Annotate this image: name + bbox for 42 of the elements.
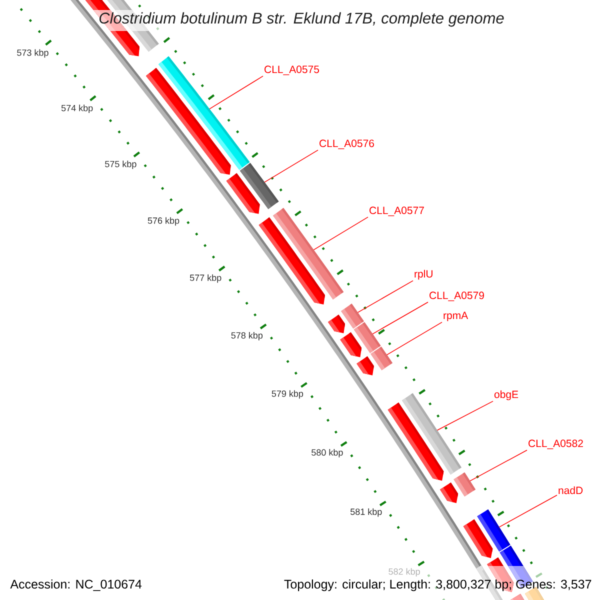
gene-block — [509, 594, 524, 600]
leader-line — [264, 150, 318, 183]
leader-line — [357, 280, 414, 313]
scale-label: 576 kbp — [148, 217, 180, 226]
gene-label: rpmA — [444, 312, 468, 322]
leader-line — [470, 450, 528, 482]
gene-label: CLL_A0576 — [320, 140, 374, 150]
leader-line — [372, 302, 428, 334]
gene-block — [463, 519, 493, 558]
gene-label: CLL_A0582 — [528, 440, 583, 450]
scale-label: 581 kbp — [350, 508, 382, 517]
scale-label: 580 kbp — [312, 449, 343, 458]
gene-label: CLL_A0577 — [370, 206, 424, 216]
gene-label: CLL_A0579 — [430, 292, 484, 302]
gene-label: rplU — [414, 270, 432, 280]
scale-label: 574 kbp — [61, 104, 93, 114]
gene-block — [146, 68, 231, 175]
gene-block — [340, 332, 362, 358]
footer-note: Topology: circular; Length: 3,800,327 bp; Genes: 3,537 — [284, 579, 592, 592]
scale-label: 577 kbp — [190, 274, 222, 283]
scale-label: 573 kbp — [17, 49, 48, 58]
gene-block — [226, 173, 260, 214]
gene-label: nadD — [558, 486, 583, 494]
gene-block — [388, 402, 444, 481]
leader-line — [313, 216, 368, 250]
scale-label: 578 kbp — [231, 332, 263, 340]
gene-block — [440, 482, 458, 504]
gene-label: CLL_A0575 — [264, 66, 320, 76]
scale-label: 579 kbp — [272, 390, 304, 399]
leader-line — [498, 494, 558, 528]
map-title: Clostridium botulinum B str. Eklund 17B, complete genome — [99, 12, 504, 27]
gene-block — [328, 314, 346, 334]
gene-block — [258, 217, 325, 305]
gene-bar — [370, 346, 392, 370]
gene-block — [356, 356, 374, 376]
scale-label: 575 kbp — [105, 160, 136, 170]
gene-bar — [454, 472, 476, 496]
leader-line — [209, 76, 264, 110]
scale-label: 582 kbp — [388, 568, 420, 577]
leader-line — [386, 322, 442, 356]
gene-label: obgE — [494, 390, 518, 400]
footer-note: Accession: NC_010674 — [10, 579, 142, 591]
